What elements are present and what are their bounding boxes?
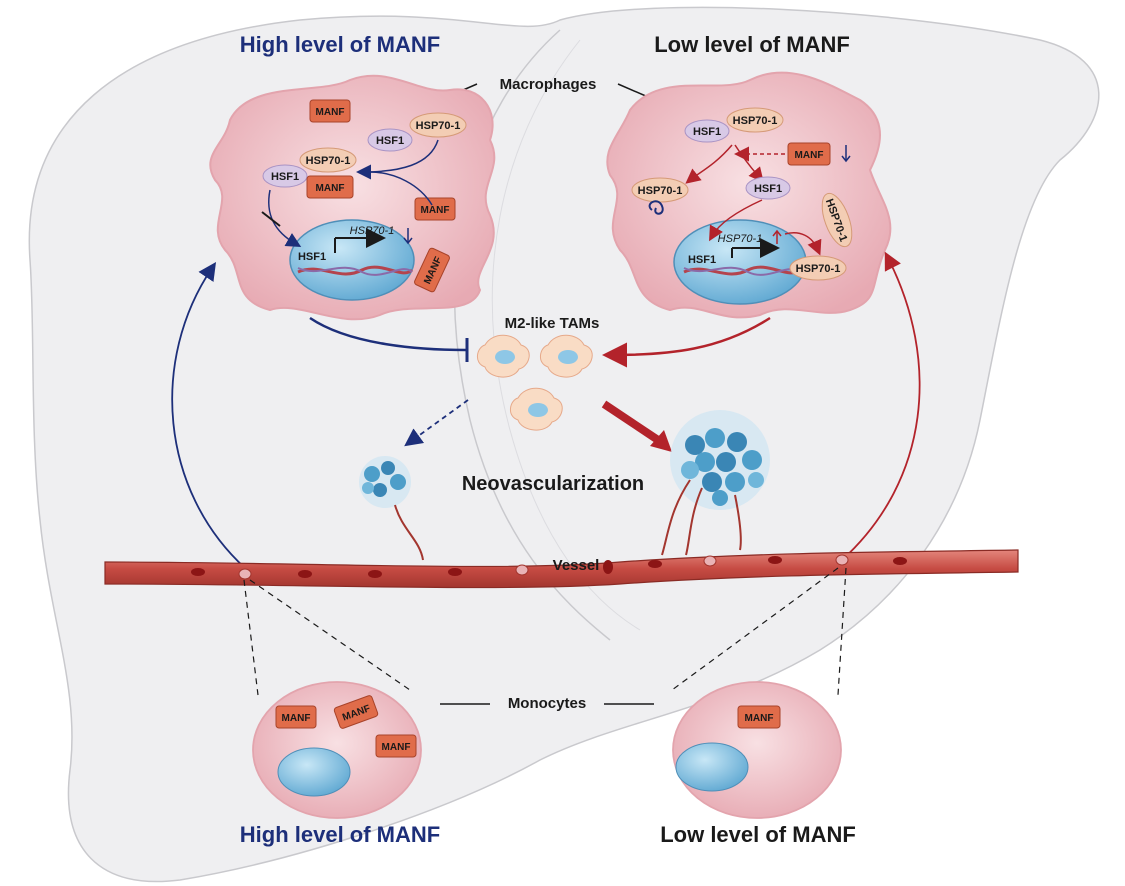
svg-text:MANF: MANF bbox=[795, 150, 824, 161]
svg-text:HSP70-1: HSP70-1 bbox=[733, 115, 778, 127]
svg-text:MANF: MANF bbox=[745, 713, 774, 724]
macrophage-high: HSF1 HSP70-1 MANF MANF MANF HSF1 HSP70-1 bbox=[209, 74, 496, 321]
strong-arrow bbox=[601, 400, 661, 444]
hsf1-pill: HSF1 bbox=[745, 176, 791, 200]
title-top-left: High level of MANF bbox=[240, 32, 440, 57]
svg-text:HSP70-1: HSP70-1 bbox=[638, 185, 683, 197]
svg-text:HSP70-1: HSP70-1 bbox=[416, 120, 461, 132]
svg-text:HSP70-1: HSP70-1 bbox=[306, 155, 351, 167]
svg-text:MANF: MANF bbox=[316, 107, 345, 118]
manf-box: MANF bbox=[787, 142, 831, 166]
tam-cell bbox=[540, 334, 593, 378]
svg-text:MANF: MANF bbox=[282, 713, 311, 724]
svg-text:HSP70-1: HSP70-1 bbox=[796, 263, 841, 275]
manf-box: MANF bbox=[306, 175, 354, 199]
hsf1-pill: HSF1 bbox=[262, 164, 308, 188]
neovascularization-label: Neovascularization bbox=[462, 473, 644, 495]
tumor-large bbox=[661, 410, 770, 556]
hsf1-pill: HSF1 bbox=[684, 119, 730, 143]
manf-box: MANF bbox=[414, 247, 450, 293]
title-bottom-right: Low level of MANF bbox=[660, 822, 856, 847]
macrophages-label: Macrophages bbox=[500, 76, 597, 93]
title-bottom-left: High level of MANF bbox=[240, 822, 440, 847]
svg-text:HSF1: HSF1 bbox=[376, 135, 404, 147]
macrophage-low: HSF1 HSP70-1 HSF1 HSP70-1 MANF HSP70-1 H… bbox=[606, 71, 892, 319]
vessel bbox=[104, 549, 1019, 589]
promote-arrow bbox=[602, 316, 771, 368]
vessel-label: Vessel bbox=[553, 557, 600, 574]
svg-text:HSF1: HSF1 bbox=[754, 183, 782, 195]
svg-text:HSF1: HSF1 bbox=[271, 171, 299, 183]
svg-text:MANF: MANF bbox=[316, 183, 345, 194]
block-icon bbox=[261, 211, 281, 227]
inhibit-connector bbox=[309, 316, 467, 352]
gene-label-low: HSP70-1 bbox=[718, 233, 763, 245]
hsp70-pill: HSP70-1 bbox=[299, 147, 357, 173]
monocyte-high: MANF MANF MANF bbox=[252, 681, 422, 819]
zoom-line bbox=[671, 567, 839, 691]
manf-box: MANF bbox=[375, 734, 417, 758]
m2-tams-label: M2-like TAMs bbox=[505, 315, 600, 332]
manf-box: MANF bbox=[737, 705, 781, 729]
weak-arrow bbox=[404, 399, 469, 447]
tumor-small bbox=[359, 456, 424, 561]
hsf1-nucleus-high: HSF1 bbox=[298, 251, 326, 263]
hsf1-pill: HSF1 bbox=[367, 128, 413, 152]
recruit-arrow-low bbox=[841, 251, 921, 561]
svg-text:MANF: MANF bbox=[421, 205, 450, 216]
hsp70-pill: HSP70-1 bbox=[409, 112, 467, 138]
hsp70-pill: HSP70-1 bbox=[631, 177, 689, 203]
monocytes-label: Monocytes bbox=[508, 695, 586, 712]
monocyte-low: MANF bbox=[672, 681, 842, 819]
liver-background bbox=[28, 6, 1100, 883]
zoom-line bbox=[243, 579, 259, 696]
misfolded-protein-icon bbox=[648, 200, 664, 215]
hsf1-nucleus-low: HSF1 bbox=[688, 254, 716, 266]
manf-box: MANF bbox=[275, 705, 317, 729]
tam-cell bbox=[477, 334, 530, 378]
manf-box: MANF bbox=[309, 99, 351, 123]
svg-text:MANF: MANF bbox=[382, 742, 411, 753]
manf-box: MANF bbox=[333, 695, 379, 729]
tam-cell bbox=[510, 387, 563, 431]
svg-text:HSF1: HSF1 bbox=[693, 126, 721, 138]
gene-label-high: HSP70-1 bbox=[350, 225, 395, 237]
recruit-arrow-high bbox=[171, 262, 246, 569]
hsp70-pill: HSP70-1 bbox=[726, 107, 784, 133]
hsp70-pill: HSP70-1 bbox=[789, 255, 847, 281]
manf-box: MANF bbox=[414, 197, 456, 221]
title-top-right: Low level of MANF bbox=[654, 32, 850, 57]
